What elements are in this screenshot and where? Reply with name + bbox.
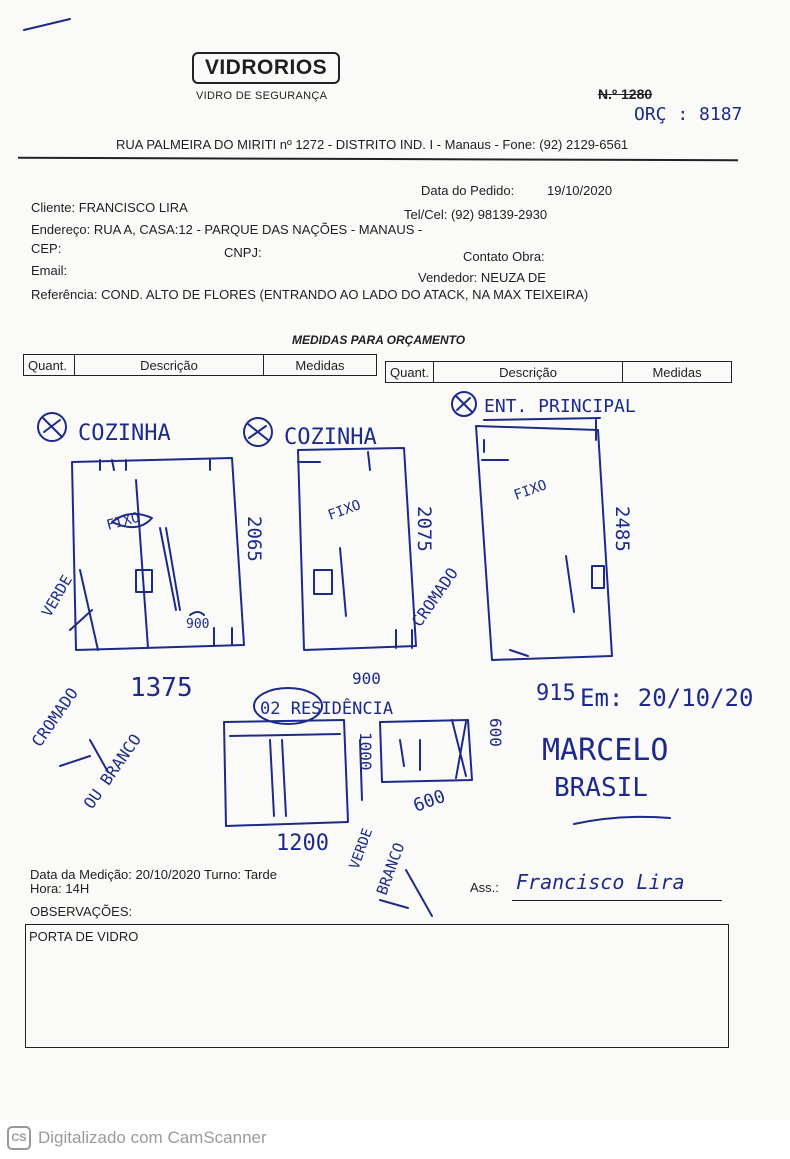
camscanner-watermark: Digitalizado com CamScanner (38, 1128, 267, 1147)
measure-date: Data da Medição: 20/10/2020 Turno: Tarde (30, 867, 277, 882)
pen-arrow (379, 869, 433, 917)
hand-cozinha-1: COZINHA (78, 421, 171, 446)
company-address: RUA PALMEIRA DO MIRITI nº 1272 - DISTRIT… (116, 137, 629, 152)
order-number-struck: N.º 1280 (598, 86, 653, 102)
header-quant: Quant. (384, 361, 435, 383)
header-quant: Quant. (23, 354, 75, 376)
client-phone: Tel/Cel: (92) 98139-2930 (404, 207, 548, 222)
order-date-value: 19/10/2020 (547, 183, 613, 198)
hand-fixo-1: FIXO (326, 497, 363, 524)
header-medidas: Medidas (263, 354, 377, 376)
sketch-door-cozinha-2 (243, 417, 417, 651)
hand-height-2485: 2485 (611, 506, 633, 552)
site-contact: Contato Obra: (463, 249, 545, 264)
reference: Referência: COND. ALTO DE FLORES (ENTRAN… (31, 287, 589, 302)
signature-line (512, 900, 722, 901)
sketch-window-residencia (223, 687, 473, 827)
observations-text: PORTA DE VIDRO (29, 929, 139, 944)
hand-width-900: 900 (186, 617, 209, 632)
hand-verde-1: VERDE (38, 572, 76, 620)
hand-ou-branco: OU BRANCO (80, 730, 145, 812)
client-address: Endereço: RUA A, CASA:12 - PARQUE DAS NA… (31, 222, 423, 237)
hand-width-1200: 1200 (276, 831, 329, 856)
header-descricao: Descrição (433, 361, 624, 383)
handwritten-orc-number: ORÇ : 8187 (634, 104, 743, 125)
hand-fixo-2: FIXO (512, 477, 549, 504)
header-descricao: Descrição (74, 354, 264, 376)
hand-width-600: 600 (411, 786, 449, 817)
measures-title: MEDIDAS PARA ORÇAMENTO (292, 333, 466, 347)
hand-fixo-scribble: FIXO (105, 510, 142, 534)
sketch-door-principal (451, 391, 613, 661)
hand-height-1000: 1000 (356, 732, 375, 771)
client-cep: CEP: (31, 241, 62, 256)
order-form: COZINHA COZINHA ENT. PRINCIPAL FIXO FIXO… (17, 18, 754, 1048)
hand-width-1375: 1375 (130, 673, 193, 703)
pen-stroke (23, 18, 71, 31)
measure-time: Hora: 14H (30, 881, 90, 896)
hand-height-2075: 2075 (413, 506, 435, 552)
hand-width-915: 915 (536, 681, 576, 706)
hand-marcelo: MARCELO (542, 733, 668, 768)
signature: Francisco Lira (516, 870, 685, 894)
hand-cromado-2: CROMADO (28, 684, 82, 750)
header-medidas: Medidas (622, 361, 732, 383)
salesperson: Vendedor: NEUZA DE (418, 270, 546, 285)
client-email: Email: (31, 263, 68, 278)
pen-underline (573, 815, 671, 825)
observations-box: PORTA DE VIDRO (25, 924, 729, 1048)
signature-label: Ass.: (470, 880, 499, 895)
hand-em-date: Em: 20/10/20 (580, 684, 753, 712)
camscanner-icon: CS (7, 1126, 31, 1150)
measures-table-left: Quant. Descrição Medidas (23, 354, 377, 376)
hand-height-2065: 2065 (243, 516, 265, 562)
hand-height-600: 600 (486, 718, 505, 747)
company-logo: VIDRORIOS (192, 52, 340, 84)
hand-verde-2: VERDE (347, 826, 376, 871)
order-date-label: Data do Pedido: (421, 183, 515, 198)
sketch-door-cozinha-1 (37, 412, 245, 773)
hand-brasil: BRASIL (554, 773, 648, 803)
logo-subtitle: VIDRO DE SEGURANÇA (196, 90, 328, 102)
hand-residencia: 02 RESIDÊNCIA (260, 697, 393, 719)
hand-branco: BRANCO (373, 840, 408, 897)
hand-cozinha-2: COZINHA (284, 425, 377, 450)
hand-cromado-1: CROMADO (408, 564, 462, 630)
handwriting-layer: COZINHA COZINHA ENT. PRINCIPAL FIXO FIXO… (23, 18, 753, 917)
hand-ent-principal: ENT. PRINCIPAL (484, 396, 636, 417)
scanner-footer (0, 1120, 790, 1159)
observations-label: OBSERVAÇÕES: (30, 904, 133, 919)
client-cnpj: CNPJ: (224, 245, 262, 260)
measures-table-right: Quant. Descrição Medidas (384, 361, 732, 383)
client-name: Cliente: FRANCISCO LIRA (31, 200, 188, 215)
hand-width-900b: 900 (352, 669, 381, 688)
